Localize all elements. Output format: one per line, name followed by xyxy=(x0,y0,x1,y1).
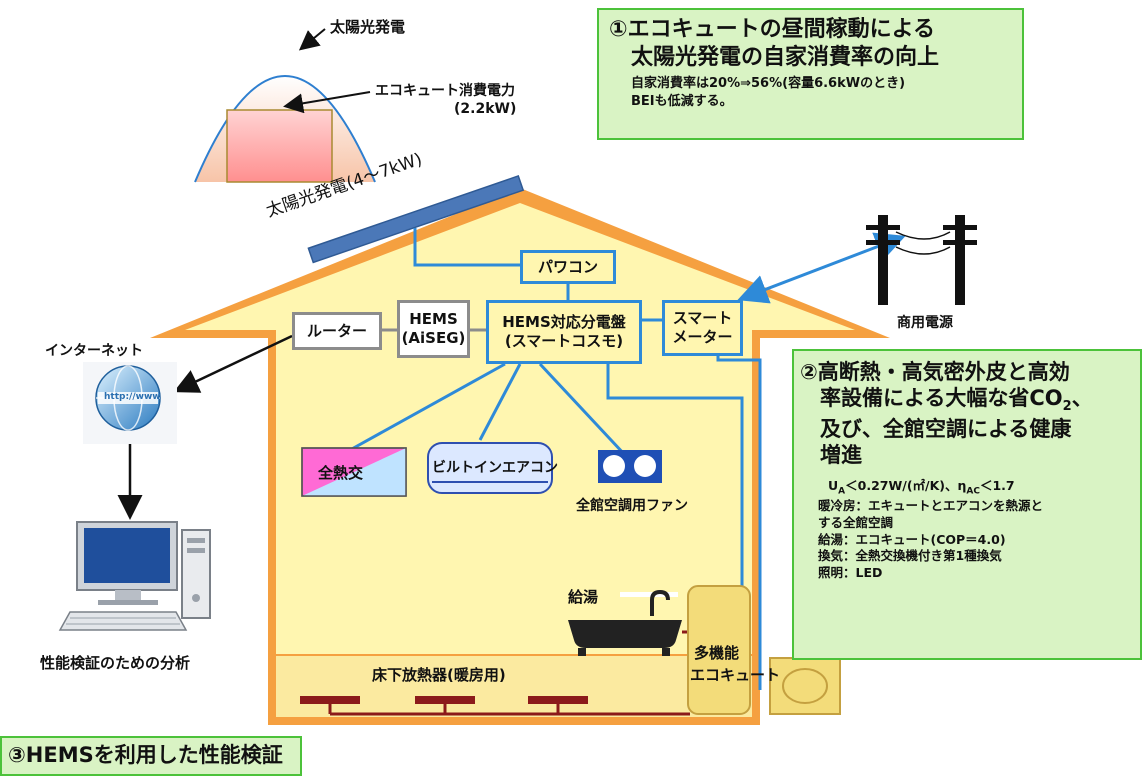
multi-ecocute-label-line1: 多機能 xyxy=(694,644,740,662)
ecocute-label-pointer xyxy=(283,91,371,114)
panel2-title-line4: 増進 xyxy=(820,442,862,467)
ecocute-consumption-block xyxy=(226,109,333,183)
underfloor-space xyxy=(276,655,752,717)
heat-exchanger-label: 全熱交 xyxy=(318,464,364,482)
curve-ecocute-kw: (2.2kW) xyxy=(454,101,517,117)
multi-ecocute-label-line2: エコキュート xyxy=(690,666,781,684)
data-flow-arrows xyxy=(117,334,293,520)
co2-subscript: 2 xyxy=(1062,399,1072,415)
panel-hems-verification: ③HEMSを利用した性能検証 xyxy=(0,736,302,776)
panel2-title-line2-text: 率設備による大幅な省CO xyxy=(820,386,1063,411)
ua-subscript: A xyxy=(838,486,846,497)
eta-value: ＜1.7 xyxy=(979,478,1015,494)
globe-url-text: http://www xyxy=(104,392,161,402)
panel2-spec-ua-eta: UA＜0.27W/(㎡/K)、ηAC＜1.7 xyxy=(800,478,1140,498)
panel2-title-line2-end: 、 xyxy=(1071,386,1093,411)
router-label: ルーター xyxy=(306,321,367,340)
analysis-label: 性能検証のための分析 xyxy=(40,654,191,672)
panel2-title-line3: 及び、全館空調による健康 xyxy=(820,416,1072,441)
panel2-ventilation: 換気：全熱交換機付き第1種換気 xyxy=(818,548,1002,564)
ua-value: ＜0.27W/(㎡/K)、 xyxy=(845,478,958,494)
curve-solar-label: 太陽光発電 xyxy=(330,18,406,36)
fan-label: 全館空調用ファン xyxy=(576,498,688,514)
panel1-title-line1: ①エコキュートの昼間稼動による xyxy=(609,17,935,42)
bathtub-graphic xyxy=(568,589,688,656)
panel-daytime-ecocute: ①エコキュートの昼間稼動による 太陽光発電の自家消費率の向上 自家消費率は20%… xyxy=(597,8,1024,140)
panel2-heating-line1: 暖冷房：エキュートとエアコンを熱源と xyxy=(818,497,1044,513)
panel2-title-line2: 率設備による大幅な省CO2、 xyxy=(800,385,1140,415)
smart-meter-label-line2: メーター xyxy=(672,328,733,346)
hems-model-label: (AiSEG) xyxy=(401,329,466,347)
floor-heaters xyxy=(300,696,690,716)
grid-label: 商用電源 xyxy=(897,315,953,331)
hems-label: HEMS xyxy=(409,310,458,329)
internet-label: インターネット xyxy=(45,343,143,359)
curve-ecocute-label: エコキュート消費電力 xyxy=(375,83,515,99)
panel2-title-line1: ②高断熱・高気密外皮と高効 xyxy=(800,360,1070,384)
builtin-ac-label: ビルトインエアコン xyxy=(432,460,558,476)
smart-meter-box[interactable]: スマート メーター xyxy=(662,300,743,356)
panel2-lighting: 照明：LED xyxy=(818,565,883,581)
solar-panel xyxy=(307,175,525,264)
panel-insulation-efficiency: ②高断熱・高気密外皮と高効 率設備による大幅な省CO2、 及び、全館空調による健… xyxy=(792,349,1142,660)
desktop-computer-icon xyxy=(58,521,211,631)
ua-symbol: U xyxy=(828,478,839,494)
distribution-board-model: (スマートコスモ) xyxy=(504,332,624,350)
ecocute-tank xyxy=(687,585,841,715)
heat-exchanger-unit xyxy=(301,447,407,497)
power-conditioner-box[interactable]: パワコン xyxy=(520,250,616,284)
panel1-title-line2: 太陽光発電の自家消費率の向上 xyxy=(631,44,940,70)
panel2-heating-line2: する全館空調 xyxy=(818,514,894,530)
panel2-hotwater: 給湯：エコキュート(COP＝4.0) xyxy=(818,531,1006,547)
builtin-ac-unit xyxy=(427,442,553,494)
utility-poles-icon xyxy=(866,215,977,305)
whole-house-fan xyxy=(598,450,662,483)
solar-generation-curve xyxy=(194,75,376,183)
panel1-detail-line1: 自家消費率は20%⇒56%(容量6.6kWのとき) xyxy=(631,76,906,91)
power-conditioner-label: パワコン xyxy=(537,257,598,276)
router-box[interactable]: ルーター xyxy=(292,312,382,350)
hot-water-label: 給湯 xyxy=(568,588,599,606)
hems-controller-box[interactable]: HEMS (AiSEG) xyxy=(397,300,470,358)
electrical-wiring xyxy=(349,228,906,690)
smart-meter-label-line1: スマート xyxy=(672,309,733,328)
floor-heater-label: 床下放熱器(暖房用) xyxy=(372,666,506,684)
panel1-detail-line2: BEIも低減する。 xyxy=(631,93,733,109)
panel3-title: ③HEMSを利用した性能検証 xyxy=(8,743,283,767)
solar-label-pointer xyxy=(298,28,326,51)
eta-symbol: η xyxy=(957,478,967,494)
internet-globe-icon xyxy=(83,362,177,444)
solar-curve-graphic xyxy=(194,28,376,183)
eta-subscript: AC xyxy=(966,486,980,497)
distribution-board-label: HEMS対応分電盤 xyxy=(502,313,626,332)
distribution-board-box[interactable]: HEMS対応分電盤 (スマートコスモ) xyxy=(486,300,642,364)
